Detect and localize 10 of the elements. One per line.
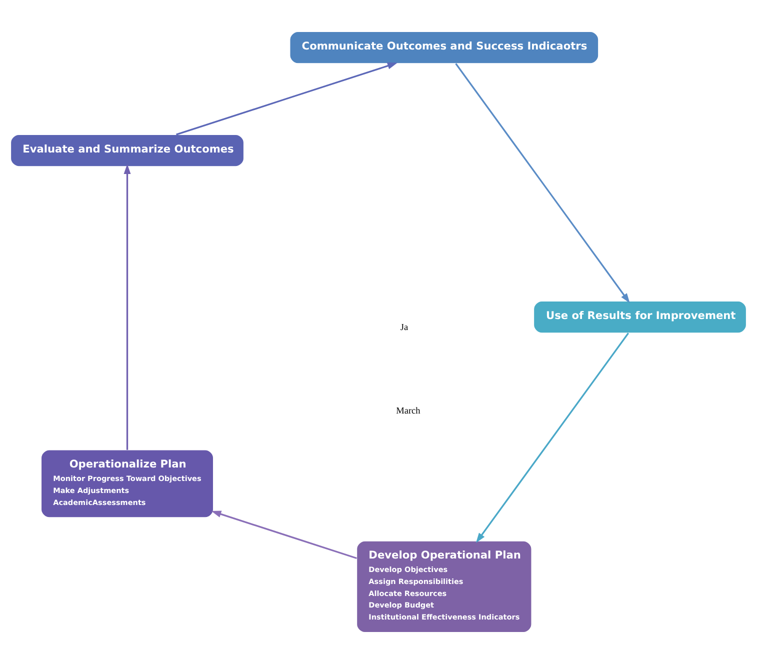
arrow — [455, 63, 630, 304]
arrow — [476, 332, 629, 543]
arrow — [211, 510, 357, 560]
arrow — [176, 62, 398, 136]
node-box: Evaluate and Summarize Outcomes — [10, 134, 244, 167]
label: March — [396, 406, 420, 417]
node-box: Use of Results for Improvement — [533, 300, 747, 334]
node-box: Communicate Outcomes and Success Indicaotrs — [290, 31, 599, 64]
label: Ja — [400, 323, 408, 334]
arrow — [124, 164, 131, 450]
